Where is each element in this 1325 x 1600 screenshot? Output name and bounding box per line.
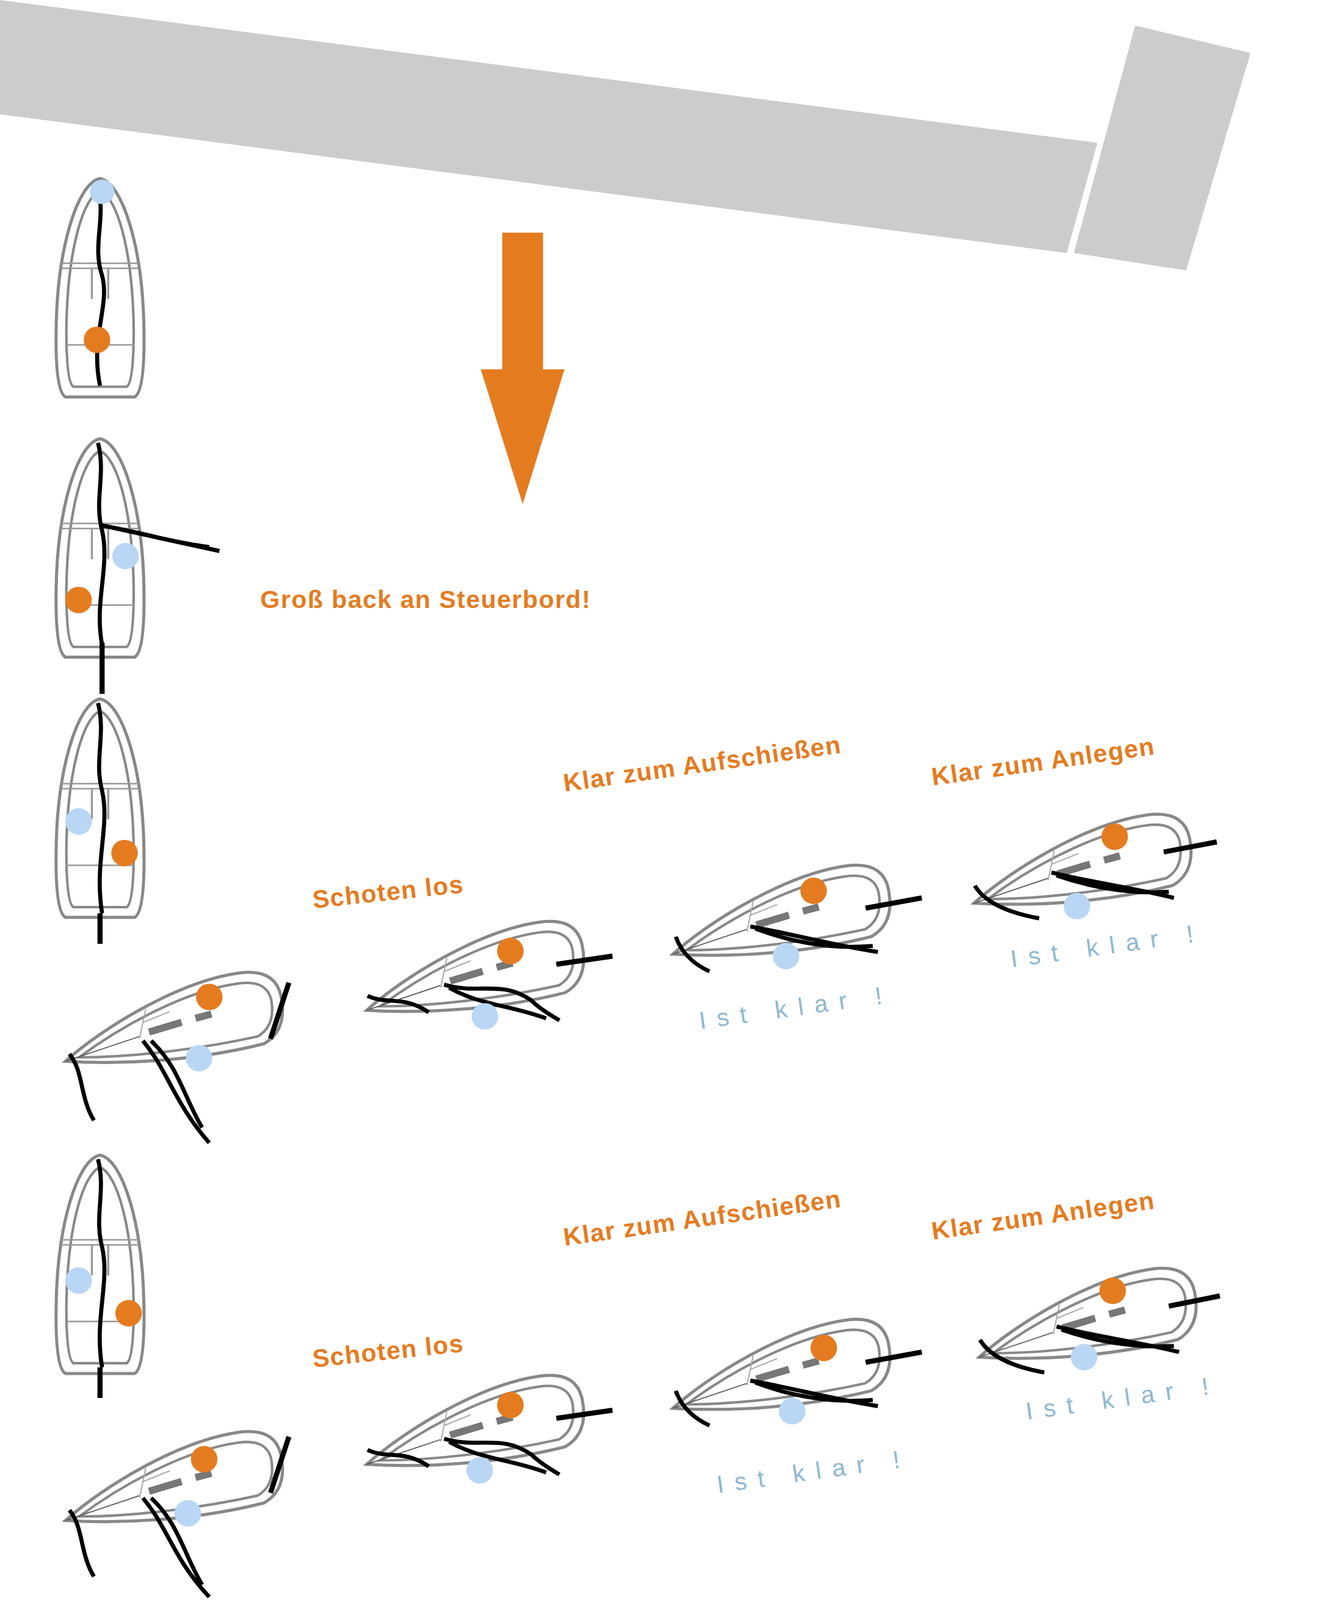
reply-call: Ist klar ! [715, 1444, 913, 1499]
reply-call: Ist klar ! [697, 980, 895, 1034]
boat [357, 1370, 613, 1484]
boat [664, 860, 923, 973]
command-call: Schoten los [310, 1329, 465, 1374]
wind-arrow [502, 232, 544, 372]
jetty [0, 0, 1098, 254]
wind-arrow [480, 369, 565, 505]
boat [56, 439, 220, 695]
command-call: Klar zum Aufschießen [561, 1185, 844, 1253]
reply-call: Ist klar ! [1023, 1371, 1222, 1426]
reply-call: Ist klar ! [1008, 918, 1206, 973]
command-call: Klar zum Anlegen [929, 1187, 1157, 1246]
boat [56, 1426, 289, 1598]
command-call: Klar zum Anlegen [929, 732, 1157, 792]
boat [357, 917, 613, 1031]
boat [56, 699, 145, 944]
boat [56, 178, 145, 398]
boat [970, 1263, 1220, 1373]
command-call: Groß back an Steuerbord! [260, 586, 592, 614]
boat [664, 1315, 923, 1427]
command-call: Schoten los [310, 870, 465, 915]
boat [965, 809, 1217, 920]
boat [56, 967, 289, 1144]
command-call: Klar zum Aufschießen [561, 731, 844, 799]
jetty [1074, 25, 1251, 271]
boat [56, 1155, 145, 1399]
